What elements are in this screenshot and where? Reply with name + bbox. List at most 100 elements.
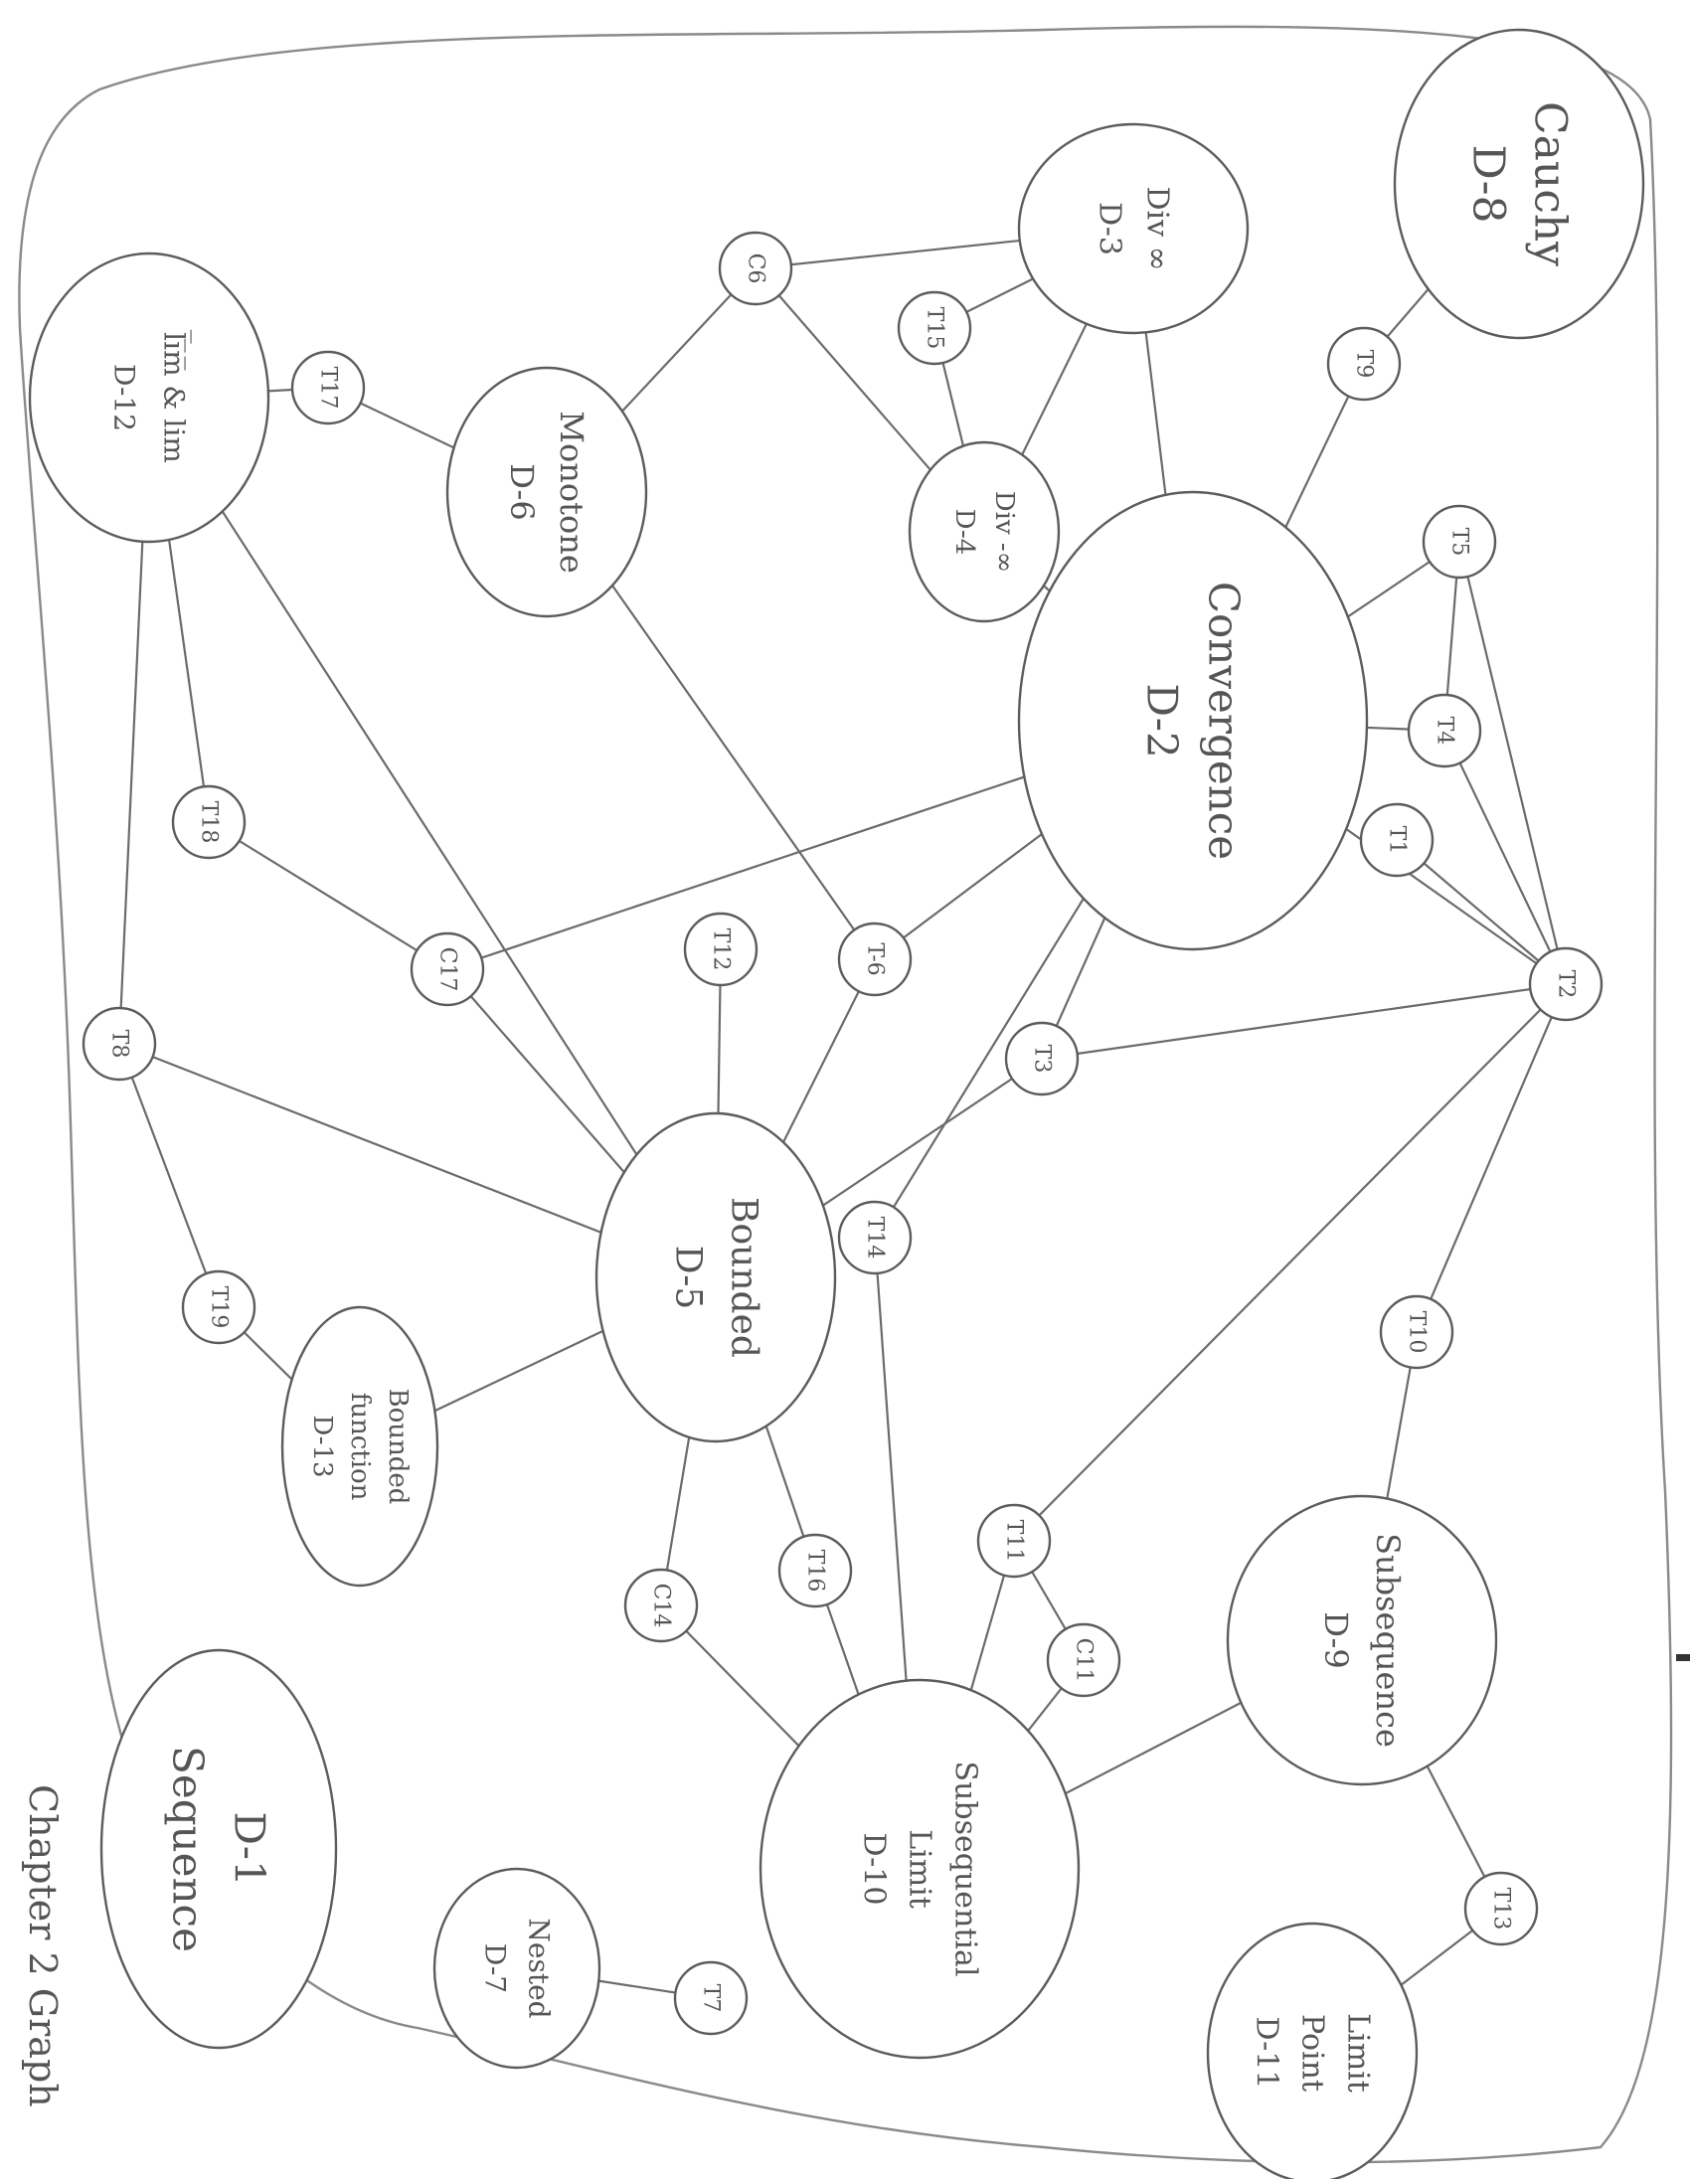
result-label-c11: C11 [1072,1638,1097,1683]
result-node-t12: T12 [683,912,759,987]
result-node-t11: T11 [976,1503,1052,1579]
edge-T1-T2 [1395,838,1568,986]
result-label-t17: T17 [316,367,341,410]
concept-label-limit-point: D-11 [1250,2017,1284,2090]
concept-label-limsup-liminf: l̅i̅m̅ & lim [158,330,192,463]
result-label-t18: T18 [197,801,222,844]
concept-label-convergence: D-2 [1138,683,1187,757]
result-node-t19: T19 [181,1269,256,1345]
result-circle-t8 [82,1006,157,1082]
result-circle-t-6 [837,922,913,997]
result-circle-t1 [1359,802,1435,878]
edge-T4-T2 [1442,729,1568,986]
concept-bubble-sequence [99,1648,338,2050]
result-label-t7: T7 [699,1984,724,2013]
concept-label-nested: Nested [523,1918,556,2018]
result-label-t3: T3 [1030,1045,1055,1074]
result-node-t2: T2 [1528,946,1604,1022]
result-circle-t17 [290,350,366,425]
result-node-t7: T7 [673,1960,749,2036]
result-node-t4: T4 [1407,693,1482,768]
result-node-t3: T3 [1004,1021,1080,1096]
concept-bubble-cauchy [1393,28,1645,340]
result-label-t14: T14 [863,1217,888,1260]
result-node-c14: C14 [623,1568,699,1643]
concept-label-subsequential-limit: D-10 [857,1833,892,1906]
concept-node-sequence: D-1 Sequence [99,1648,338,2050]
edge-T2-T11 [1012,982,1568,1543]
concept-label-limsup-liminf: D-12 [108,364,141,431]
concept-label-cauchy: Cauchy [1525,101,1576,266]
result-node-t1: T1 [1359,802,1435,878]
concept-label-div-inf: Div ∞ [1140,186,1175,270]
result-label-t12: T12 [709,928,734,971]
result-node-t15: T15 [897,290,972,366]
result-circle-t9 [1326,326,1402,402]
concept-node-bounded-function: Bounded function D-13 [280,1305,439,1588]
concept-label-bounded-function: D-13 [307,1415,337,1477]
result-label-t13: T13 [1489,1888,1514,1931]
concept-label-bounded-function: Bounded [383,1389,413,1505]
concept-node-limsup-liminf: l̅i̅m̅ & lim D-12 [28,252,270,544]
result-label-t4: T4 [1433,717,1457,746]
concept-label-div-neg-inf: D-4 [949,509,979,556]
concept-label-div-inf: D-3 [1093,202,1127,255]
edge-limsup-liminf-bounded [147,396,718,1279]
edge-T2-T3 [1040,982,1568,1061]
concept-label-sequence: Sequence [164,1746,213,1952]
concept-label-monotone: Monotone [553,411,591,574]
result-circle-c6 [718,231,793,306]
result-node-c11: C11 [1046,1622,1121,1698]
result-label-t1: T1 [1385,826,1410,855]
result-circle-t18 [171,784,247,860]
result-node-t14: T14 [837,1200,913,1275]
concept-label-monotone: D-6 [503,463,541,520]
result-circle-t12 [683,912,759,987]
concept-label-div-neg-inf: Div -∞ [989,491,1019,574]
result-circle-t11 [976,1503,1052,1579]
result-label-t11: T11 [1002,1520,1027,1563]
result-label-t5: T5 [1447,528,1472,557]
result-label-c6: C6 [744,253,768,284]
result-circle-t5 [1422,504,1497,580]
result-circle-t13 [1463,1871,1539,1946]
result-label-t9: T9 [1352,350,1377,379]
edge-T8-T19 [117,1042,221,1309]
result-node-c6: C6 [718,231,793,306]
concept-label-convergence: Convergence [1200,582,1249,860]
edge-T2-T10 [1415,982,1568,1334]
result-node-t9: T9 [1326,326,1402,402]
concept-label-bounded-function: function [345,1393,375,1501]
concept-bubble-convergence [1017,490,1369,951]
concept-label-sequence: D-1 [226,1811,274,1886]
concept-bubble-subsequence [1226,1494,1498,1786]
concept-label-subsequential-limit: Subsequential [948,1762,983,1977]
result-label-t2: T2 [1554,970,1579,999]
scan-edge-mark [1676,1654,1690,1661]
concept-label-bounded: Bounded [724,1197,764,1358]
result-label-c14: C14 [649,1584,674,1628]
result-circle-c11 [1046,1622,1121,1698]
concept-label-subsequence: D-9 [1317,1611,1355,1668]
result-node-t18: T18 [171,784,247,860]
result-circle-t2 [1528,946,1604,1022]
concept-label-subsequence: Subsequence [1369,1533,1407,1748]
result-circle-c14 [623,1568,699,1643]
result-label-t16: T16 [803,1550,828,1593]
concept-label-cauchy: D-8 [1463,145,1514,224]
result-node-t17: T17 [290,350,366,425]
concept-label-nested: D-7 [479,1943,512,1993]
concept-label-limit-point: Point [1295,2014,1330,2092]
edge-T18-C17 [207,820,449,971]
concept-node-convergence: Convergence D-2 [1017,490,1369,951]
concept-bubble-limsup-liminf [28,252,270,544]
edge-T5-T2 [1457,540,1568,986]
result-circle-c17 [410,931,485,1007]
concept-bubble-div-neg-inf [908,440,1061,623]
result-circle-t15 [897,290,972,366]
result-circle-t14 [837,1200,913,1275]
